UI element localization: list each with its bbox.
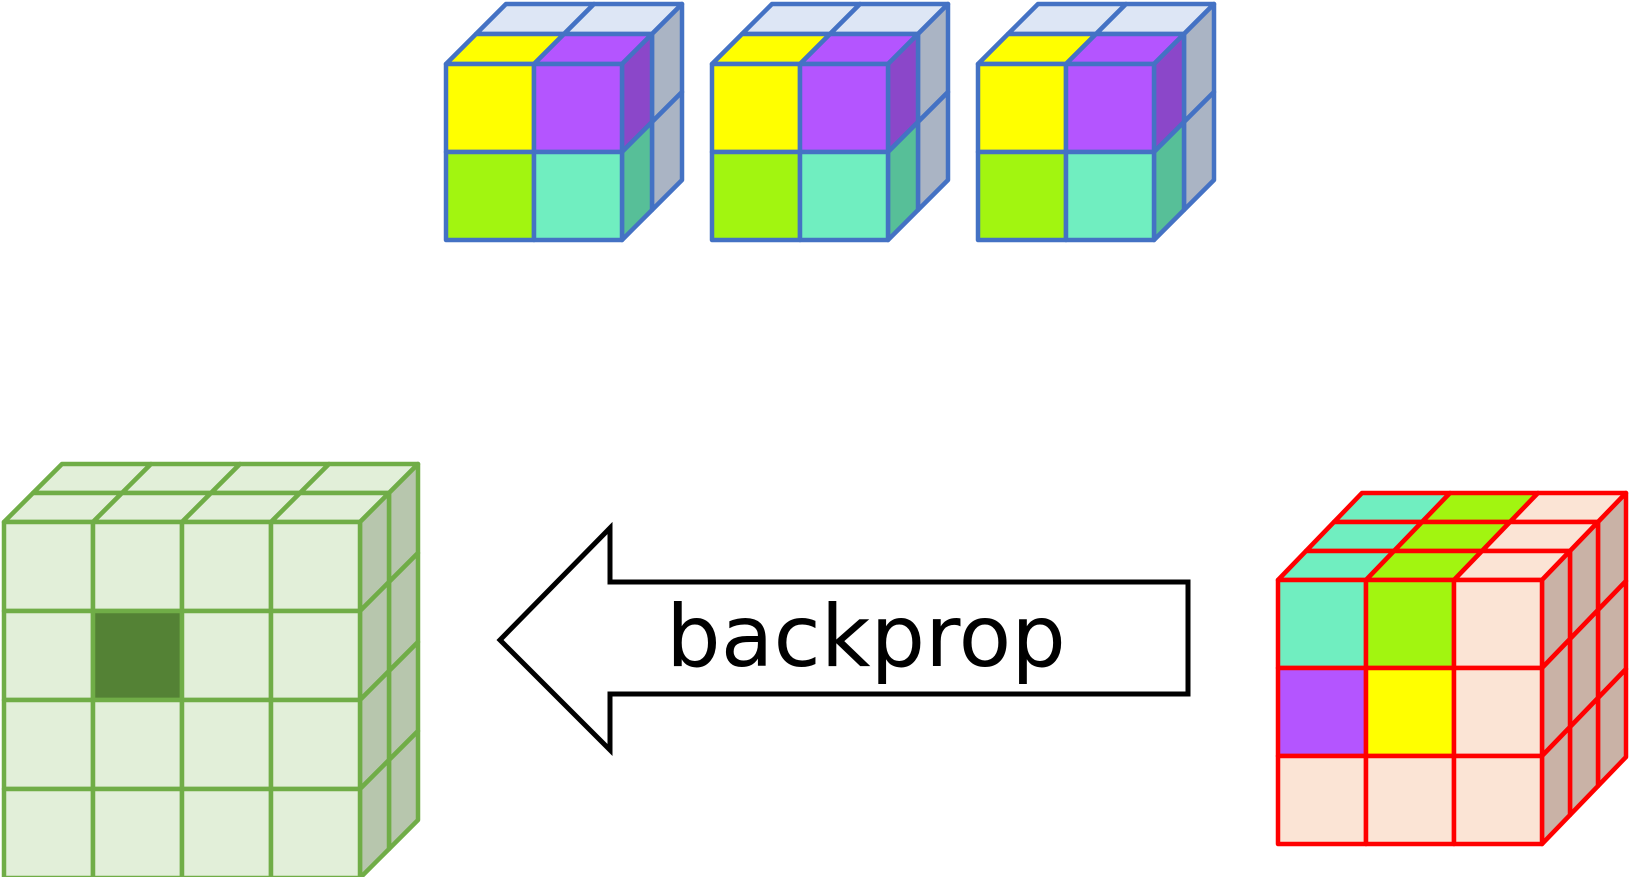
- front-cell: [90, 519, 185, 614]
- front-cell: [1275, 665, 1369, 759]
- front-cell: [1275, 753, 1369, 847]
- front-cell: [1451, 753, 1545, 847]
- front-cell: [1063, 149, 1157, 243]
- front-cell: [179, 697, 274, 792]
- front-cell: [1363, 665, 1457, 759]
- arrow-label: backprop: [666, 587, 1066, 687]
- kernel-cube: [975, 1, 1217, 243]
- front-cell: [443, 149, 537, 243]
- front-cell: [90, 697, 185, 792]
- front-cell: [1, 786, 96, 877]
- front-cell: [1, 697, 96, 792]
- front-cell: [1, 608, 96, 703]
- front-cell: [1275, 577, 1369, 671]
- front-cell: [179, 786, 274, 877]
- front-cell: [1, 519, 96, 614]
- front-cell: [1451, 577, 1545, 671]
- front-cell: [975, 149, 1069, 243]
- front-cell: [90, 786, 185, 877]
- backprop-arrow: backprop: [496, 521, 1191, 757]
- kernel-cube: [709, 1, 951, 243]
- front-cell: [797, 149, 891, 243]
- input-volume: [1, 461, 421, 877]
- front-cell: [1451, 665, 1545, 759]
- kernel-cube: [443, 1, 685, 243]
- output-volume: [1275, 490, 1629, 847]
- front-cell: [709, 61, 803, 155]
- front-cell: [1363, 753, 1457, 847]
- front-cell: [443, 61, 537, 155]
- front-cell: [1063, 61, 1157, 155]
- front-cell: [268, 786, 363, 877]
- kernel-group: [443, 1, 1217, 243]
- front-cell: [797, 61, 891, 155]
- front-cell: [179, 608, 274, 703]
- front-cell: [531, 149, 625, 243]
- front-cell: [531, 61, 625, 155]
- arrow-shape: [496, 521, 1191, 757]
- front-cell: [179, 519, 274, 614]
- front-cell: [268, 519, 363, 614]
- front-cell: [268, 608, 363, 703]
- front-cell: [709, 149, 803, 243]
- front-cell: [975, 61, 1069, 155]
- front-cell: [268, 697, 363, 792]
- front-cell: [1363, 577, 1457, 671]
- highlighted-cell: [90, 608, 185, 703]
